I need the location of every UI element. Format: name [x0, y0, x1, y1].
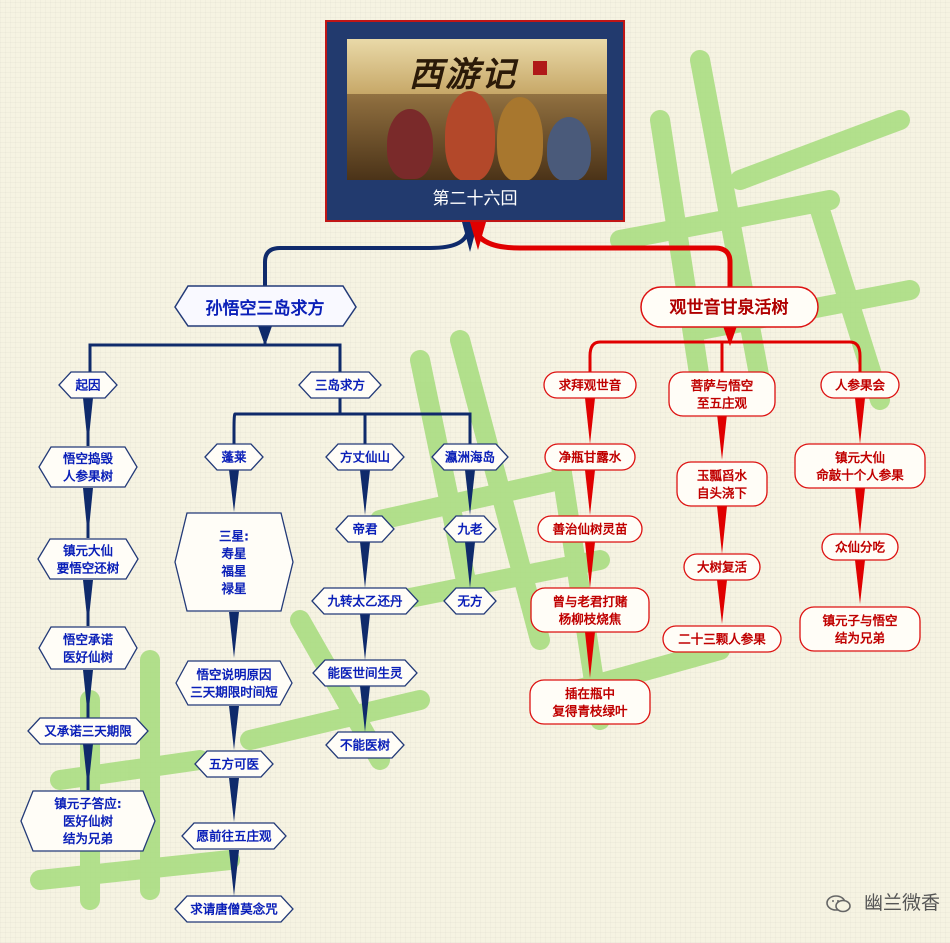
node-cause-label: 起因 [74, 378, 100, 393]
node-right-b-3-label: 大树复活 [697, 560, 748, 575]
node-cause: 起因 [58, 371, 118, 399]
title-label: 第二十六回 [432, 189, 518, 209]
node-right-a-5-label: 插在瓶中复得青枝绿叶 [551, 686, 628, 719]
node-penglai-3: 五方可医 [194, 750, 274, 778]
node-right-b-2-label: 玉瓢舀水自头浇下 [697, 468, 748, 501]
branch-right-node: 观世音甘泉活树 [640, 286, 819, 328]
node-right-c-2-label: 镇元大仙命敲十个人参果 [815, 450, 904, 483]
node-penglai-label: 蓬莱 [221, 450, 247, 465]
node-right-a-1-label: 求拜观世音 [559, 378, 622, 393]
node-right-a-2: 净瓶甘露水 [544, 443, 636, 471]
poster-image: 西游记 [347, 39, 607, 180]
node-right-a-3: 善治仙树灵苗 [537, 515, 643, 543]
node-fangzhang-2: 九转太乙还丹 [311, 587, 419, 615]
node-fangzhang-1-label: 帝君 [352, 522, 378, 537]
node-right-b-4-label: 二十三颗人参果 [678, 632, 766, 647]
title-card: 西游记 第二十六回 [325, 20, 625, 222]
branch-right-label: 观世音甘泉活树 [669, 297, 789, 318]
node-fangzhang-3-label: 能医世间生灵 [327, 666, 403, 681]
node-cause-4-label: 又承诺三天期限 [43, 724, 132, 739]
wechat-icon [826, 894, 851, 912]
node-yingzhou-1: 九老 [443, 515, 497, 543]
node-right-a-4: 曾与老君打赌杨柳枝烧焦 [530, 587, 650, 633]
node-right-c-4-label: 镇元子与悟空结为兄弟 [822, 613, 897, 646]
brand-name: 幽兰微香 [863, 892, 940, 914]
node-yingzhou-1-label: 九老 [456, 522, 483, 537]
node-penglai-4-label: 愿前往五庄观 [196, 829, 272, 844]
node-right-b-3: 大树复活 [683, 553, 761, 581]
brand-watermark: 幽兰微香 [826, 888, 940, 915]
node-right-b-4: 二十三颗人参果 [662, 625, 782, 653]
node-cause-2-label: 镇元大仙要悟空还树 [57, 543, 120, 576]
node-cause-3-label: 悟空承诺医好仙树 [63, 632, 114, 665]
poster-logo: 西游记 [409, 55, 517, 95]
node-cause-1-label: 悟空捣毁人参果树 [63, 451, 114, 484]
poster-seal [533, 61, 547, 75]
node-right-a-2-label: 净瓶甘露水 [559, 450, 622, 465]
node-right-b-2: 玉瓢舀水自头浇下 [676, 461, 768, 507]
node-penglai-2: 悟空说明原因三天期限时间短 [175, 660, 293, 706]
node-penglai-5: 求请唐僧莫念咒 [174, 895, 294, 923]
node-three-islands-label: 三岛求方 [315, 378, 365, 393]
node-penglai-3-label: 五方可医 [209, 757, 260, 772]
node-right-b-1: 菩萨与悟空至五庄观 [668, 371, 776, 417]
node-cause-5: 镇元子答应:医好仙树结为兄弟 [20, 790, 156, 852]
node-penglai-5-label: 求请唐僧莫念咒 [190, 902, 278, 917]
node-right-c-3-label: 众仙分吃 [835, 540, 886, 555]
node-fangzhang: 方丈仙山 [325, 443, 405, 471]
node-fangzhang-3: 能医世间生灵 [312, 659, 418, 687]
node-right-c-4: 镇元子与悟空结为兄弟 [799, 606, 921, 652]
node-fangzhang-4: 不能医树 [325, 731, 405, 759]
node-right-c-1-label: 人参果会 [835, 378, 886, 393]
node-penglai-4: 愿前往五庄观 [181, 822, 287, 850]
node-right-b-1-label: 菩萨与悟空至五庄观 [691, 378, 754, 411]
node-cause-4: 又承诺三天期限 [27, 717, 149, 745]
node-penglai: 蓬莱 [204, 443, 264, 471]
node-cause-5-label: 镇元子答应:医好仙树结为兄弟 [54, 796, 122, 846]
node-right-c-3: 众仙分吃 [821, 533, 899, 561]
branch-left-node: 孙悟空三岛求方 [174, 285, 357, 327]
node-yingzhou: 瀛洲海岛 [431, 443, 509, 471]
node-right-c-1: 人参果会 [820, 371, 900, 399]
node-right-c-2: 镇元大仙命敲十个人参果 [794, 443, 926, 489]
node-penglai-1: 三星:寿星福星禄星 [174, 512, 294, 612]
node-yingzhou-2-label: 无方 [456, 594, 482, 609]
node-penglai-1-label: 三星:寿星福星禄星 [219, 528, 249, 596]
node-fangzhang-1: 帝君 [335, 515, 395, 543]
node-right-a-4-label: 曾与老君打赌杨柳枝烧焦 [552, 594, 628, 627]
node-three-islands: 三岛求方 [298, 371, 382, 399]
node-right-a-3-label: 善治仙树灵苗 [552, 522, 628, 537]
node-cause-3: 悟空承诺医好仙树 [38, 626, 138, 670]
node-fangzhang-4-label: 不能医树 [340, 738, 391, 753]
node-fangzhang-label: 方丈仙山 [340, 450, 390, 465]
node-cause-2: 镇元大仙要悟空还树 [37, 538, 139, 580]
node-yingzhou-2: 无方 [443, 587, 497, 615]
node-right-a-1: 求拜观世音 [543, 371, 637, 399]
node-yingzhou-label: 瀛洲海岛 [445, 450, 495, 465]
node-fangzhang-2-label: 九转太乙还丹 [326, 594, 403, 609]
node-cause-1: 悟空捣毁人参果树 [38, 446, 138, 488]
node-penglai-2-label: 悟空说明原因三天期限时间短 [190, 667, 278, 700]
branch-left-label: 孙悟空三岛求方 [206, 298, 325, 319]
node-right-a-5: 插在瓶中复得青枝绿叶 [529, 679, 651, 725]
